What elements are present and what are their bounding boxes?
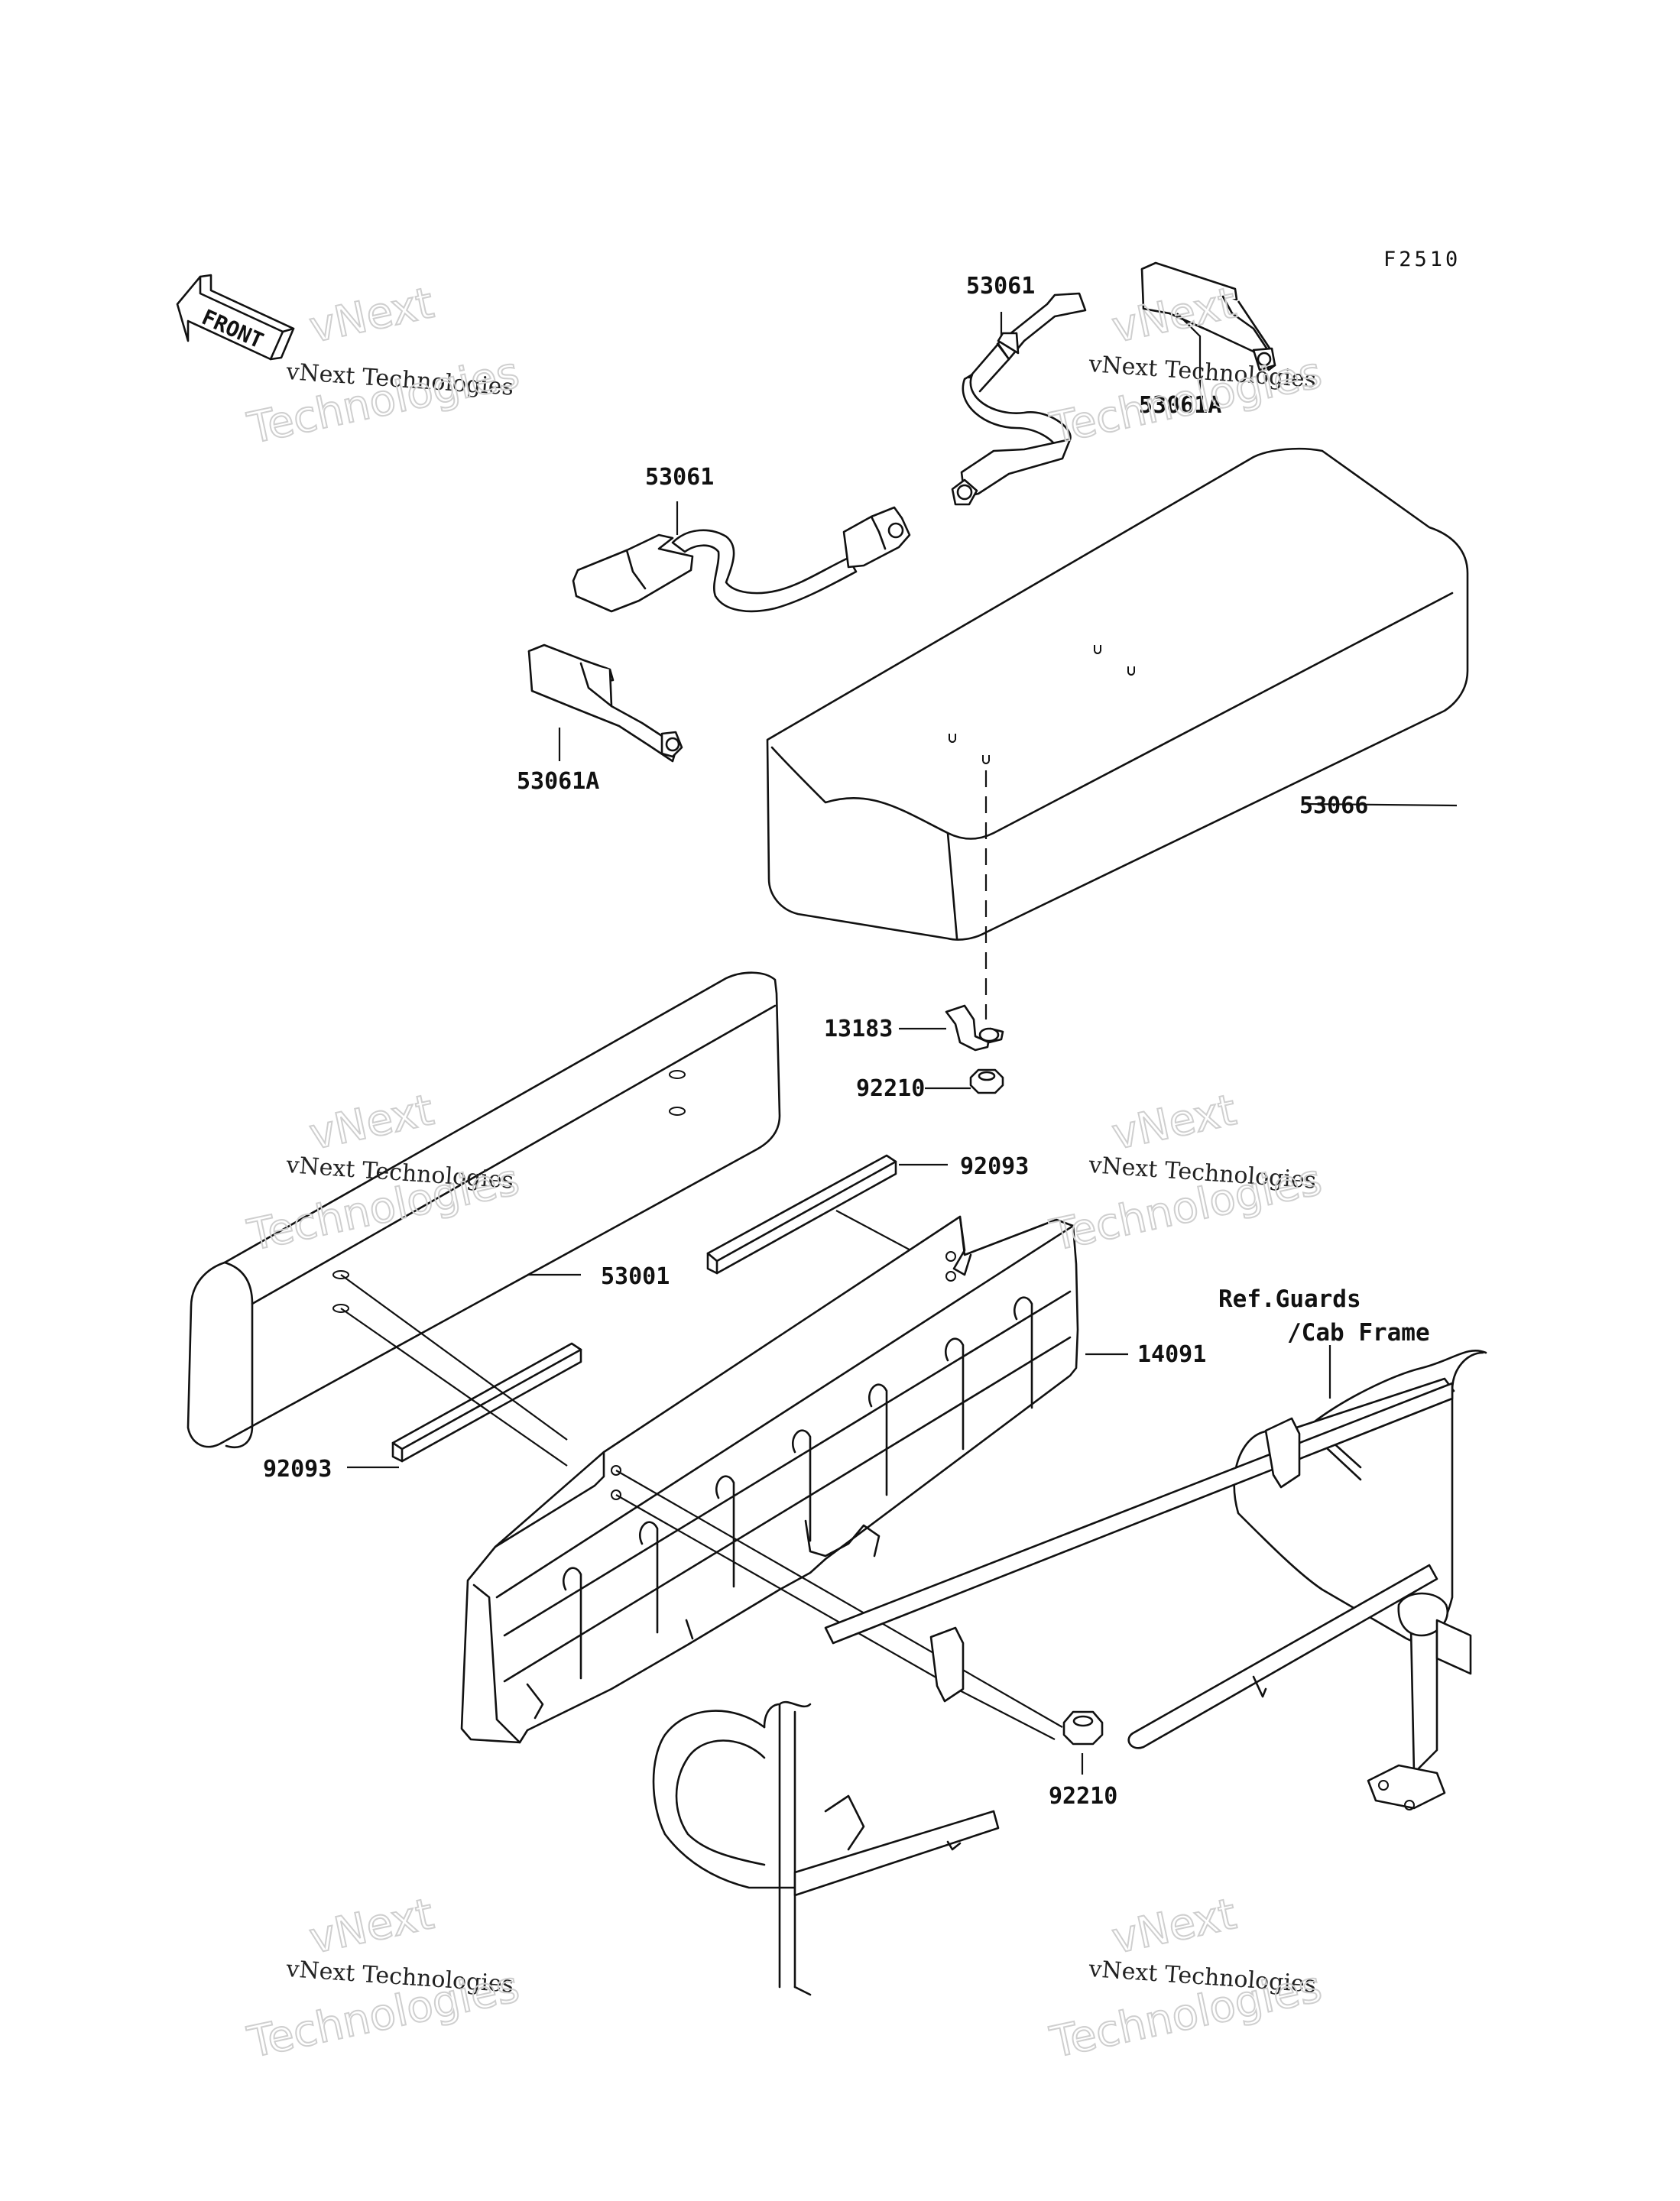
nut-top [969,1068,1004,1094]
part-label-53061-upper[interactable]: 53061 [966,273,1035,300]
diagram-code: F2510 [1383,248,1461,271]
svg-text:vNext: vNext [305,278,438,353]
part-label-53001[interactable]: 53001 [601,1263,670,1290]
part-label-92093-top[interactable]: 92093 [960,1153,1029,1180]
part-label-14091[interactable]: 14091 [1137,1341,1206,1368]
svg-text:vNext: vNext [305,1889,438,1964]
trim-bottom [391,1342,582,1463]
bracket-left [527,643,683,763]
front-arrow-icon: FRONT [176,274,295,361]
part-label-92210-top[interactable]: 92210 [856,1075,925,1102]
watermark-mid-right: vNext vNext Technologies Technologies [1045,1084,1326,1262]
part-label-53066[interactable]: 53066 [1299,793,1368,819]
part-label-53061a-left[interactable]: 53061A [517,768,599,795]
watermark-bottom-left: vNext vNext Technologies Technologies [242,1888,524,2069]
cab-frame [652,1349,1487,1996]
svg-text:vNext: vNext [1108,1085,1241,1160]
seat-cushion [766,447,1469,941]
strap-left [572,506,911,613]
svg-text:vNext: vNext [1108,1889,1241,1964]
nut-bottom [1062,1710,1104,1746]
strap-upper-right [951,292,1087,506]
part-label-13183[interactable]: 13183 [824,1016,893,1042]
part-label-53061a-upper[interactable]: 53061A [1139,392,1221,419]
svg-text:vNext: vNext [1108,278,1241,353]
backrest [186,971,781,1448]
watermark-top-left: vNext vNext Technologies Technologies [242,277,524,455]
reference-label-line1: Ref.Guards [1218,1285,1361,1313]
watermark-bottom-right: vNext vNext Technologies Technologies [1045,1888,1326,2069]
clamp [945,1004,1004,1052]
trim-top [706,1154,897,1275]
svg-text:vNext: vNext [305,1085,438,1160]
watermark-top-right: vNext vNext Technologies Technologies [1045,277,1326,455]
part-label-92210-bottom[interactable]: 92210 [1049,1783,1117,1810]
part-label-53061-left[interactable]: 53061 [645,464,714,491]
svg-text:Technologies: Technologies [243,348,523,454]
part-label-92093-bottom[interactable]: 92093 [263,1456,332,1483]
panel [460,1215,1079,1744]
reference-label-line2: /Cab Frame [1287,1319,1430,1347]
bracket-upper-right [1140,261,1276,371]
